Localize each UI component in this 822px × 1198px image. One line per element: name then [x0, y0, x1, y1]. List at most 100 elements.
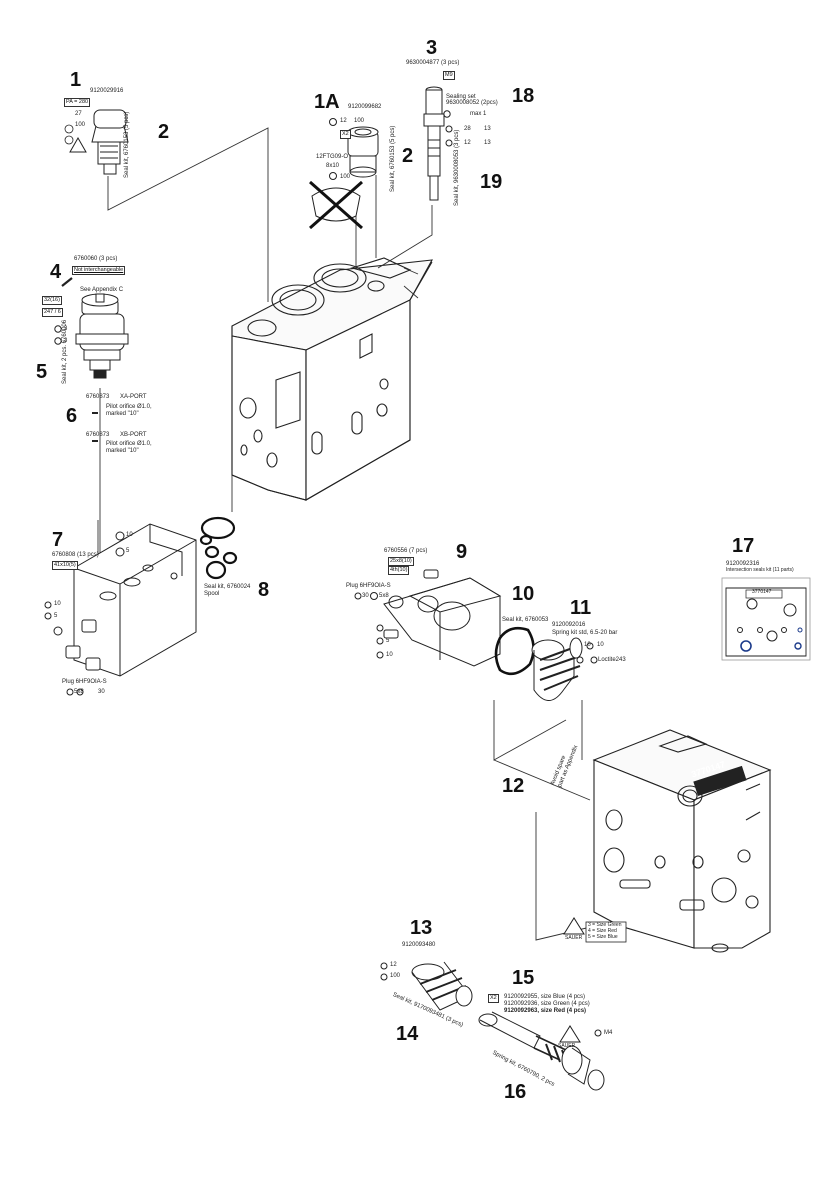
part-10-seal-kit: Seal kit, 6760053	[502, 617, 549, 623]
part-7-number: 6760808 (13 pcs)	[52, 552, 99, 558]
part-15-line-1: 9120092955, size Blue (4 pcs)	[504, 994, 586, 1000]
part-6-xa-number: 6760873	[86, 394, 110, 400]
part-15-box: X2	[488, 994, 499, 1003]
callout-10: 10	[512, 583, 535, 605]
callout-15: 15	[512, 967, 535, 989]
part-6-xb-number: 6760873	[86, 432, 110, 438]
part-1-torque-2: 100	[75, 122, 86, 128]
callout-8: 8	[258, 579, 270, 601]
callout-18: 18	[512, 85, 535, 107]
part-1a-plug	[309, 118, 379, 230]
callout-7: 7	[52, 529, 64, 551]
part-9-box-2: 4th(10)	[388, 566, 410, 575]
part-18-sealing-set: Sealing set	[446, 94, 476, 100]
part-19-torque-a: 28	[464, 126, 471, 132]
part-9-torque-b: 5x8	[379, 593, 389, 599]
part-12-size-2: 4 = Size Red	[588, 928, 617, 934]
callout-12: 12	[502, 775, 525, 797]
part-13-number: 9120093480	[402, 942, 436, 948]
part-9-torque-a: 30	[362, 593, 369, 599]
part-4-torque-a: 3	[64, 326, 68, 332]
part-1a-sub-torque: 8x10	[326, 163, 340, 169]
part-18-torque: max 1	[470, 111, 487, 117]
part-12-size-1: 3 = Size Green	[588, 922, 622, 928]
part-13-14-plug	[380, 961, 473, 1011]
warning-triangle-12	[563, 917, 627, 943]
part-4-number: 6760060 (3 pcs)	[74, 256, 118, 262]
callout-11: 11	[570, 597, 592, 619]
part-7-torque-d: 5	[54, 613, 58, 619]
part-11-torque-a: 10	[584, 642, 591, 648]
part-1a-box: X2	[340, 130, 351, 139]
part-7-torque-f: 5x8	[74, 689, 84, 695]
callout-17: 17	[732, 535, 755, 557]
part-8-o-rings	[199, 516, 238, 580]
part-6-xa-port: XA-PORT	[120, 394, 147, 400]
part-7-torque-c: 10	[54, 601, 61, 607]
callout-1a: 1A	[314, 91, 340, 113]
part-3-box: M9	[443, 71, 455, 80]
part-9-box-1: 25x8(10)	[388, 557, 414, 566]
part-7-torque-e: 30	[98, 689, 105, 695]
callout-1: 1	[70, 69, 82, 91]
part-7-box: 41x10(5)	[52, 561, 78, 570]
part-13-torque-a: 12	[390, 962, 397, 968]
part-15-line-2: 9120092936, size Green (4 pcs)	[504, 1001, 590, 1007]
part-6-xb-desc: Pilot orifice Ø1.0, marked "10"	[106, 441, 152, 454]
part-12-tri-label: SAUER	[565, 935, 583, 941]
part-7-torque-a: 10	[126, 532, 133, 538]
part-12-size-3: 5 = Size Blue	[588, 934, 618, 940]
part-11-spring-kit	[531, 637, 598, 701]
part-1-pressure-box: PA = 280	[64, 98, 91, 107]
part-1a-sub: 12FTG09-O	[316, 154, 349, 160]
part-15-tri-label: SAUER	[558, 1043, 576, 1049]
callout-16: 16	[504, 1081, 527, 1103]
part-3-18-19-pilot-cartridge	[423, 86, 453, 201]
part-7-torque-b: 5	[126, 548, 130, 554]
part-4-box-3: 247 / 6	[42, 308, 63, 317]
part-9-torque-c: 5	[386, 638, 390, 644]
part-9-plug: Plug 6HF9OIA-S	[346, 583, 391, 589]
callout-14: 14	[396, 1023, 419, 1045]
part-6-xb-port: XB-PORT	[120, 432, 147, 438]
part-9-torque-d: 10	[386, 652, 393, 658]
part-9-inlet-cover	[354, 569, 502, 667]
part-15-line-3: 9120092963, size Red (4 pcs)	[504, 1008, 587, 1014]
part-3-number: 9630004877 (3 pcs)	[406, 60, 460, 66]
part-1-torque-1: 27	[75, 111, 82, 117]
part-1a-torque-2: 100	[354, 118, 365, 124]
part-10-o-ring	[494, 626, 535, 676]
callout-19: 19	[480, 171, 503, 193]
part-15-torque: M4	[604, 1030, 613, 1036]
part-15-16-spool-and-spring	[478, 1011, 605, 1091]
part-11-torque-b: 10	[597, 642, 604, 648]
callout-9: 9	[456, 541, 468, 563]
callout-2-right: 2	[402, 145, 414, 167]
callout-2-left: 2	[158, 121, 170, 143]
part-17-number: 9120092316	[726, 561, 760, 567]
part-13-torque-b: 100	[390, 973, 401, 979]
part-1a-torque-1: 12	[340, 118, 347, 124]
part-1a-sub-torque-2: 100	[340, 174, 351, 180]
part-4-appendix-note: See Appendix C	[80, 287, 124, 293]
part-17-desc: Intersection seals kit (11 parts)	[726, 567, 794, 573]
callout-5: 5	[36, 361, 48, 383]
main-valve-body	[231, 257, 433, 501]
part-1a-number: 9120099682	[348, 104, 382, 110]
part-12-lower-valve-body	[592, 729, 772, 953]
part-11-number: 9120092016	[552, 622, 586, 628]
part-17-stamp: 3770147	[752, 589, 772, 595]
part-6-xa-desc: Pilot orifice Ø1.0, marked "10"	[106, 404, 152, 417]
part-11-desc: Spring kit std, 6.5-20 bar	[552, 630, 618, 636]
part-19-torque-b: 13	[484, 126, 491, 132]
part-19-torque-d: 13	[484, 140, 491, 146]
part-4-not-interchangeable: Not interchangeable	[72, 266, 126, 275]
part-5-seal-kit: Seal kit, 2 pcs. 6760006	[62, 319, 68, 384]
part-19-torque-c: 12	[464, 140, 471, 146]
part-11-loctite: Loctite243	[598, 657, 626, 663]
part-4-box-2: 32(16)	[42, 296, 62, 305]
callout-6: 6	[66, 405, 78, 427]
callout-4: 4	[50, 261, 62, 283]
part-1-relief-valve	[64, 109, 129, 175]
